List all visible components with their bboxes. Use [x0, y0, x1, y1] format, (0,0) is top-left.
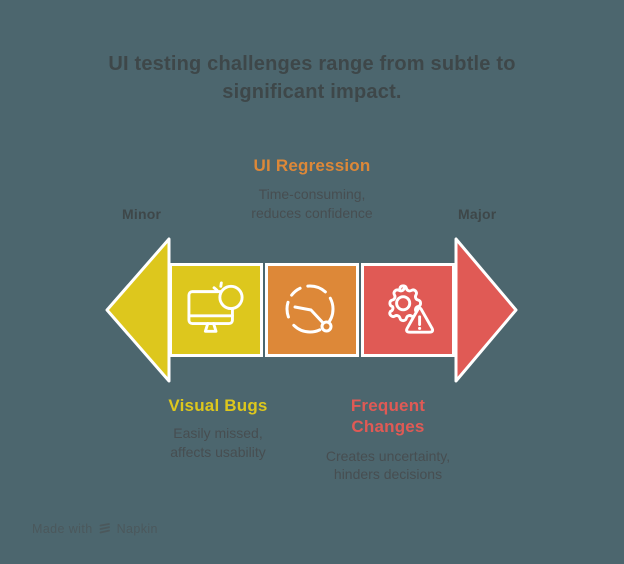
challenge-box-ui-regression — [265, 263, 359, 357]
challenge-cluster-visual-bugs: Visual Bugs Easily missed, affects usabi… — [128, 395, 308, 461]
page-title: UI testing challenges range from subtle … — [108, 53, 516, 103]
monitor-bug-icon — [187, 281, 244, 333]
challenge-title-visual-bugs: Visual Bugs — [168, 396, 268, 415]
challenge-description-visual-bugs: Easily missed, affects usability — [170, 425, 266, 460]
scale-label-minor: Minor — [122, 206, 162, 222]
challenge-description-frequent-changes: Creates uncertainty, hinders decisions — [325, 447, 451, 482]
arrowhead-right-icon — [454, 237, 518, 383]
challenge-cluster-frequent-changes: Frequent Changes Creates uncertainty, hi… — [298, 395, 478, 483]
challenge-box-visual-bugs — [169, 263, 263, 357]
challenge-cluster-ui-regression: UI Regression Time-consuming, reduces co… — [162, 155, 462, 222]
timer-gauge-icon — [285, 284, 335, 334]
napkin-logo-icon — [99, 523, 110, 534]
challenge-title-ui-regression: UI Regression — [253, 156, 371, 175]
scale-label-major: Major — [458, 206, 497, 222]
footer-text: Made with — [32, 522, 93, 536]
footer-brand: Napkin — [116, 522, 158, 536]
challenge-title-frequent-changes: Frequent Changes — [350, 396, 426, 437]
challenge-box-frequent-changes — [361, 263, 455, 357]
gear-warning-icon — [388, 284, 435, 334]
arrowhead-left-icon — [105, 237, 171, 383]
made-with-napkin-footer: Made with Napkin — [32, 522, 158, 536]
challenge-description-ui-regression: Time-consuming, reduces confidence — [251, 186, 373, 221]
